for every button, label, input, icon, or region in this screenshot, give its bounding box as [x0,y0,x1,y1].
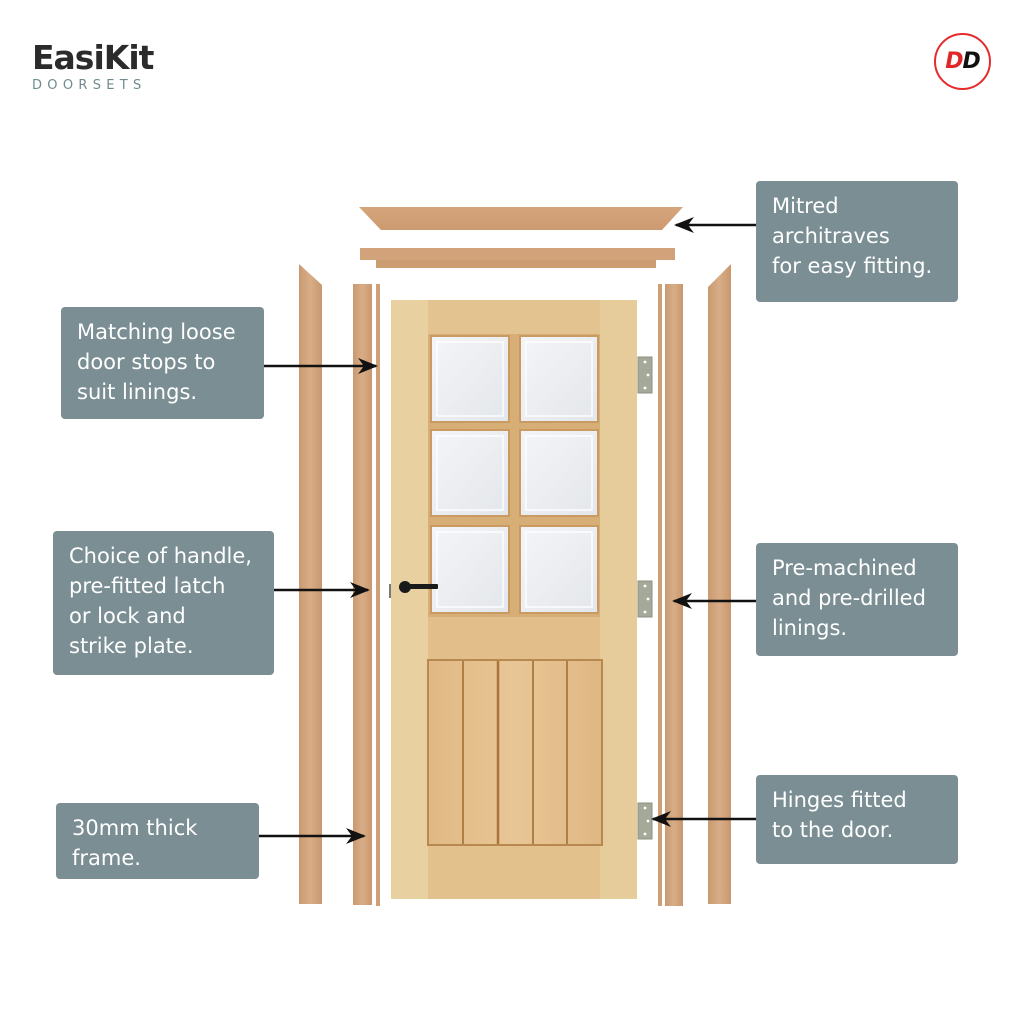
brand-name: EasiKit [32,38,154,77]
door-leaf [389,300,653,899]
hinge-icon [637,580,653,618]
hinge-icon [637,356,653,394]
callout-linings: Pre-machined and pre-drilled linings. [756,543,958,656]
callout-arrows [259,217,756,844]
callout-architraves: Mitred architraves for easy fitting. [756,181,958,302]
right-door-stop [658,284,662,906]
dd-badge-icon: DD [934,33,991,90]
lower-panels [427,659,603,846]
left-lining [353,284,372,905]
badge-letter-black: D [962,49,981,74]
head-lining [360,248,675,268]
callout-door-stops: Matching loose door stops to suit lining… [61,307,264,419]
callout-handle: Choice of handle, pre-fitted latch or lo… [53,531,274,675]
hinge-icon [637,802,653,840]
left-architrave [299,264,322,904]
callout-hinges: Hinges fitted to the door. [756,775,958,864]
badge-letter-red: D [945,49,963,74]
brand-logo: EasiKit DOORSETS [32,38,154,94]
top-architrave [359,207,683,230]
callout-frame: 30mm thick frame. [56,803,259,879]
right-lining [665,284,683,906]
hinges [637,356,653,840]
left-door-stop [376,284,380,906]
glass-panes [430,335,599,614]
right-architrave [708,264,731,904]
door-handle-icon [389,581,438,598]
brand-subtitle: DOORSETS [32,78,147,93]
